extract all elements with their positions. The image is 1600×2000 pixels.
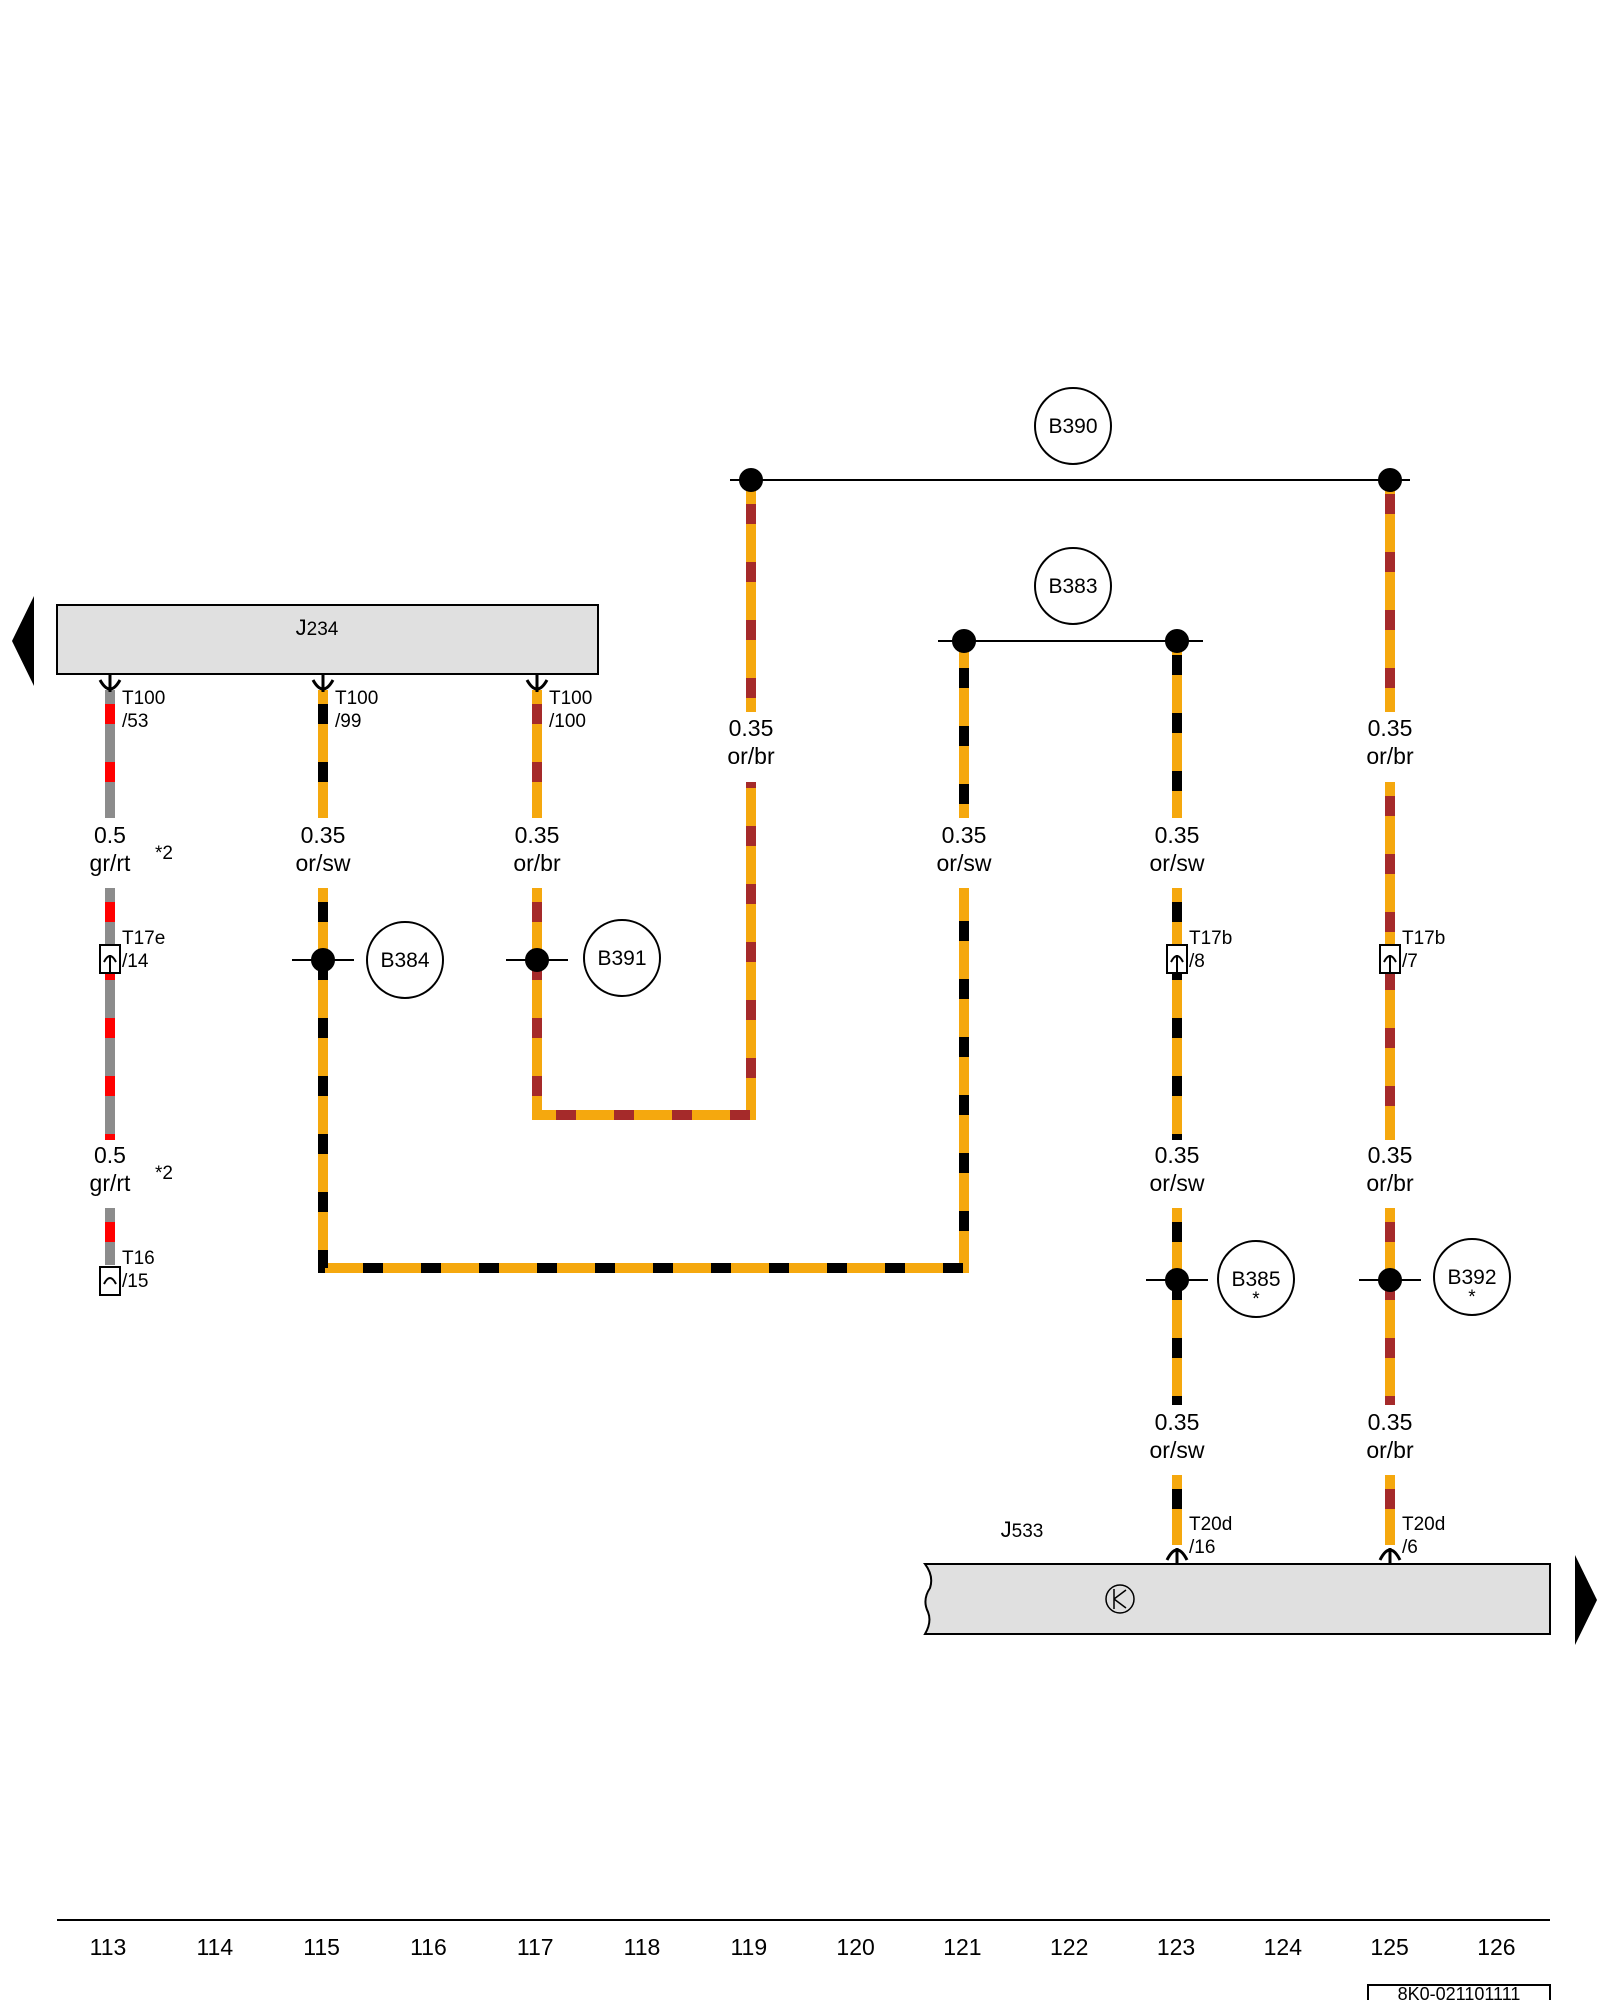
junction-b383-right: [1165, 629, 1189, 653]
grid-number-119: 119: [730, 1934, 767, 1960]
component-j533[interactable]: J533: [923, 1517, 1551, 1635]
grid-number-115: 115: [303, 1934, 340, 1960]
grid-number-117: 117: [517, 1934, 554, 1960]
wire-115-121-loop-stripe: [318, 888, 969, 1273]
pin-t100-99: T100/99: [335, 688, 378, 732]
svg-text:B391: B391: [597, 947, 646, 970]
grid-number-120: 120: [836, 1934, 874, 1960]
pin-t17b-7: T17b/7: [1402, 928, 1445, 972]
grid-number-116: 116: [410, 1934, 447, 1960]
can-bus-icon: [1105, 1584, 1135, 1614]
junction-dots: [292, 468, 1421, 1292]
junction-b390-left: [739, 468, 763, 492]
svg-text:B384: B384: [380, 949, 429, 972]
grid-number-123: 123: [1157, 1934, 1195, 1960]
svg-text:B385: B385: [1231, 1268, 1280, 1291]
splice-b391[interactable]: B391: [583, 919, 661, 997]
grid-number-113: 113: [90, 1934, 127, 1960]
grid-number-124: 124: [1264, 1934, 1303, 1960]
left-continuation-arrow: [12, 596, 34, 686]
j234-label: J234: [296, 615, 339, 640]
splice-b383[interactable]: B383: [1034, 547, 1112, 625]
wire-layer: [105, 480, 1395, 1545]
grid-number-118: 118: [624, 1934, 661, 1960]
pin-symbols-j533: [1165, 1548, 1402, 1564]
wire-117-119-loop-stripe: [532, 782, 756, 1120]
component-j234[interactable]: J234: [56, 604, 599, 675]
pin-t20d-16: T20d/16: [1189, 1514, 1232, 1558]
splice-b385[interactable]: B385 *: [1217, 1240, 1295, 1318]
svg-text:*: *: [1252, 1289, 1260, 1310]
j533-housing: [923, 1563, 1551, 1635]
svg-text:*: *: [1468, 1287, 1476, 1308]
splice-b392[interactable]: B392 *: [1433, 1238, 1511, 1316]
junction-b383-left: [952, 629, 976, 653]
svg-text:B392: B392: [1447, 1266, 1496, 1289]
junction-b390-right: [1378, 468, 1402, 492]
pin-t17b-8: T17b/8: [1189, 928, 1232, 972]
note-113a: *2: [155, 843, 173, 864]
document-id: 8K0-021101111: [1398, 1984, 1521, 2000]
j234-housing: [56, 604, 599, 675]
right-continuation-arrow: [1575, 1555, 1597, 1645]
svg-text:B383: B383: [1048, 575, 1097, 598]
grid-number-125: 125: [1370, 1934, 1408, 1960]
note-113b: *2: [155, 1163, 173, 1184]
j533-label: J533: [1001, 1517, 1044, 1542]
pin-t17e-14: T17e/14: [122, 928, 165, 972]
pin-t16-15: T16/15: [122, 1248, 155, 1292]
grid-number-122: 122: [1050, 1934, 1088, 1960]
grid-number-126: 126: [1477, 1934, 1515, 1960]
splice-b384[interactable]: B384: [366, 921, 444, 999]
grid-number-row: 113 114 115 116 117 118 119 120 121 122 123 124 125 1…: [90, 1934, 1516, 1960]
pin-t20d-6: T20d/6: [1402, 1514, 1445, 1558]
grid-number-121: 121: [943, 1934, 981, 1960]
pin-t100-53: T100/53: [122, 688, 165, 732]
splice-b390[interactable]: B390: [1034, 387, 1112, 465]
svg-text:B390: B390: [1048, 415, 1097, 438]
grid-number-114: 114: [196, 1934, 233, 1960]
pin-t100-100: T100/100: [549, 688, 592, 732]
inline-connectors: [99, 944, 1401, 1296]
pin-symbols-j234: [98, 674, 549, 692]
pin-labels: T100/53 T100/99 T100/100 T17e/14 T16/15 …: [122, 688, 1445, 1558]
document-id-box: 8K0-021101111: [1367, 1984, 1551, 2000]
